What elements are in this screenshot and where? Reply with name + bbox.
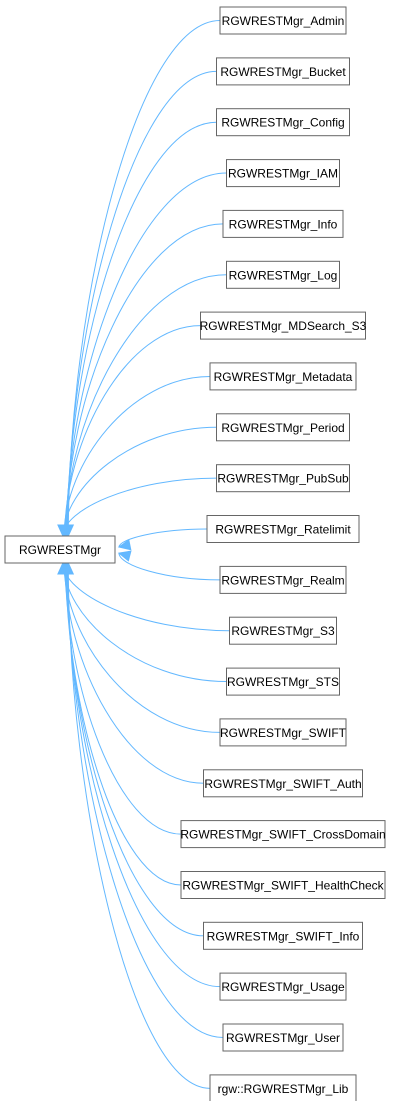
derived-class-label: RGWRESTMgr_SWIFT_Info [207,929,360,943]
derived-class-node[interactable]: RGWRESTMgr_SWIFT_CrossDomain [180,820,386,849]
derived-class-node[interactable]: RGWRESTMgr_Info [222,209,344,238]
derived-class-label: RGWRESTMgr_Metadata [214,370,353,384]
derived-class-box [229,616,337,645]
inheritance-edge [67,70,217,537]
inheritance-edge [66,121,217,537]
derived-class-node[interactable]: RGWRESTMgr_IAM [226,159,340,188]
base-class-box [4,535,116,564]
inheritance-arrowhead [62,561,75,575]
base-class-node[interactable]: RGWRESTMgr [4,535,116,564]
inheritance-arrowhead [57,524,69,538]
class-nodes: RGWRESTMgr RGWRESTMgr_AdminRGWRESTMgr_Bu… [4,6,386,1101]
derived-class-label: RGWRESTMgr_Period [221,421,344,435]
inheritance-edge [66,172,227,537]
inheritance-edge [67,20,221,537]
derived-class-box [203,921,363,950]
derived-class-box [219,972,347,1001]
derived-class-box [226,260,340,289]
derived-class-label: RGWRESTMgr_SWIFT [220,726,347,740]
derived-class-label: RGWRESTMgr_Log [229,268,338,282]
inheritance-edge [63,375,211,537]
derived-class-node[interactable]: rgw::RGWRESTMgr_Lib [209,1074,357,1101]
derived-class-node[interactable]: RGWRESTMgr_SWIFT [219,718,347,747]
derived-class-label: RGWRESTMgr_Config [221,116,344,130]
derived-class-box [203,769,363,798]
inheritance-edge [63,426,217,537]
inheritance-arrowhead [117,550,132,562]
inheritance-edge [66,562,221,988]
inheritance-edge [62,477,217,537]
inheritance-edge [64,562,204,784]
derived-class-node[interactable]: RGWRESTMgr_Realm [219,565,347,594]
inheritance-edge [67,562,211,1089]
derived-class-node[interactable]: RGWRESTMgr_Bucket [216,57,350,86]
derived-class-node[interactable]: RGWRESTMgr_Usage [219,972,347,1001]
derived-class-node[interactable]: RGWRESTMgr_SWIFT_Info [203,921,363,950]
derived-class-box [209,362,357,391]
derived-class-node[interactable]: RGWRESTMgr_PubSub [216,464,350,493]
derived-class-label: RGWRESTMgr_User [226,1031,340,1045]
derived-class-node[interactable]: RGWRESTMgr_Period [216,413,350,442]
derived-class-box [226,159,340,188]
derived-class-label: RGWRESTMgr_SWIFT_HealthCheck [182,879,384,893]
derived-class-node[interactable]: RGWRESTMgr_Admin [219,6,347,35]
derived-class-label: RGWRESTMgr_Realm [221,573,344,587]
inheritance-edge [64,562,182,835]
derived-class-node[interactable]: RGWRESTMgr_Log [226,260,340,289]
inheritance-arrowhead [117,539,132,551]
derived-class-box [219,6,347,35]
inheritance-edge [67,562,224,1038]
derived-class-node[interactable]: RGWRESTMgr_S3 [229,616,337,645]
inheritance-edge [65,223,224,537]
derived-class-label: RGWRESTMgr_Admin [222,14,345,28]
derived-class-box [216,464,350,493]
derived-class-node[interactable]: RGWRESTMgr_SWIFT_HealthCheck [180,871,386,899]
derived-class-box [219,718,347,747]
derived-class-node[interactable]: RGWRESTMgr_Config [216,108,350,137]
derived-class-label: RGWRESTMgr_Usage [221,980,345,994]
derived-class-node[interactable]: RGWRESTMgr_SWIFT_Auth [203,769,363,798]
derived-class-label: RGWRESTMgr_SWIFT_Auth [204,777,361,791]
derived-class-label: RGWRESTMgr_IAM [228,167,338,181]
derived-class-label: RGWRESTMgr_STS [227,675,339,689]
derived-class-box [226,667,340,696]
derived-class-label: RGWRESTMgr_MDSearch_S3 [200,319,367,333]
derived-class-box [180,871,386,899]
derived-class-box [216,413,350,442]
derived-class-label: RGWRESTMgr_PubSub [217,472,349,486]
inheritance-edge [63,562,227,683]
derived-class-label: RGWRESTMgr_Info [229,217,338,231]
derived-class-box [209,1074,357,1101]
derived-class-label: RGWRESTMgr_Ratelimit [215,523,351,537]
derived-class-box [216,57,350,86]
derived-class-node[interactable]: RGWRESTMgr_MDSearch_S3 [200,311,367,340]
derived-class-node[interactable]: RGWRESTMgr_User [222,1023,344,1052]
derived-class-label: RGWRESTMgr_SWIFT_CrossDomain [180,828,385,842]
derived-class-box [219,565,347,594]
derived-class-box [222,1023,344,1052]
inheritance-edge [118,553,221,581]
derived-class-label: RGWRESTMgr_Bucket [220,65,346,79]
derived-class-label: RGWRESTMgr_S3 [231,624,335,638]
inheritance-edge [64,325,201,537]
derived-class-box [206,515,360,543]
derived-class-box [180,820,386,849]
derived-class-node[interactable]: RGWRESTMgr_STS [226,667,340,696]
derived-class-box [216,108,350,137]
derived-class-node[interactable]: RGWRESTMgr_Ratelimit [206,515,360,543]
base-class-label: RGWRESTMgr [19,543,101,557]
derived-class-node[interactable]: RGWRESTMgr_Metadata [209,362,357,391]
derived-class-box [222,209,344,238]
inheritance-edge [118,528,208,548]
inheritance-edges [57,20,230,1089]
inheritance-edge [63,562,221,733]
derived-class-box [200,311,366,340]
derived-class-label: rgw::RGWRESTMgr_Lib [218,1082,349,1096]
